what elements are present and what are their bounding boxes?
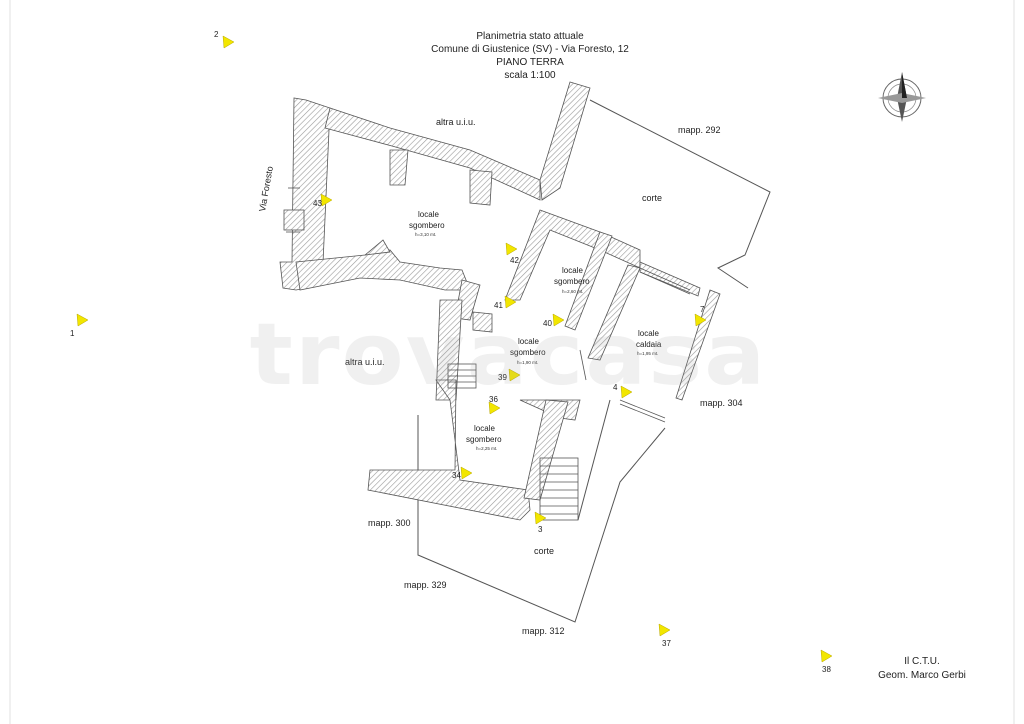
photo-marker-label-3: 3 [538, 525, 543, 534]
room-1-height: h=3,10 mt. [415, 232, 436, 237]
photo-marker-37 [658, 623, 671, 637]
label-mapp-329: mapp. 329 [404, 580, 447, 590]
room-2-height: h=2,60 mt. [562, 289, 583, 294]
photo-marker-label-4: 4 [613, 383, 618, 392]
signature-line-2: Geom. Marco Gerbi [878, 670, 966, 681]
room-3-height: h=1,95 mt. [637, 351, 658, 356]
photo-marker-label-39: 39 [498, 373, 507, 382]
photo-marker-1 [76, 313, 89, 327]
photo-marker-36 [488, 401, 501, 415]
title-line-4: scala 1:100 [504, 70, 556, 81]
photo-marker-38 [820, 649, 833, 663]
signature-block: Il C.T.U. Geom. Marco Gerbi [862, 655, 982, 683]
photo-marker-42 [505, 242, 518, 256]
room-4-line-2: sgombero [510, 348, 546, 357]
photo-marker-40 [552, 313, 565, 327]
room-1-line-1: locale [418, 210, 439, 219]
room-3: locale caldaia h=1,95 mt. [636, 329, 662, 356]
photo-marker-43 [320, 193, 333, 207]
label-altra-uiu-left: altra u.i.u. [345, 357, 385, 367]
title-block: Planimetria stato attuale Comune di Gius… [380, 30, 680, 82]
room-5-height: h=2,25 mt. [476, 446, 497, 451]
room-4: locale sgombero h=1,90 mt. [510, 337, 546, 365]
title-line-1: Planimetria stato attuale [476, 31, 584, 42]
compass-icon [878, 72, 926, 122]
room-3-line-1: locale [638, 329, 659, 338]
stairs [447, 363, 579, 521]
photo-marker-label-7: 7 [700, 305, 705, 314]
room-5: locale sgombero h=2,25 mt. [466, 424, 502, 451]
street-label: Via Foresto [257, 165, 275, 212]
label-mapp-312: mapp. 312 [522, 626, 565, 636]
photo-marker-label-38: 38 [822, 665, 831, 674]
title-line-3: PIANO TERRA [496, 57, 564, 68]
photo-point-markers: 2 43 42 41 40 7 1 39 36 4 34 3 37 38 [70, 30, 833, 674]
photo-marker-label-41: 41 [494, 301, 503, 310]
label-corte-top: corte [642, 193, 662, 203]
openings [283, 187, 691, 423]
photo-marker-7 [694, 313, 707, 327]
photo-marker-41 [504, 295, 517, 309]
courtyard-bottom-outline [417, 415, 666, 623]
room-2: locale sgombero h=2,60 mt. [554, 266, 590, 294]
label-corte-bottom: corte [534, 546, 554, 556]
photo-marker-label-40: 40 [543, 319, 552, 328]
corte-divider [577, 399, 611, 521]
photo-marker-label-42: 42 [510, 256, 519, 265]
photo-marker-label-36: 36 [489, 395, 498, 404]
title-line-2: Comune di Giustenice (SV) - Via Foresto,… [431, 44, 629, 55]
room-4-height: h=1,90 mt. [517, 360, 538, 365]
photo-marker-label-1: 1 [70, 329, 75, 338]
courtyard-top-outline [589, 99, 771, 289]
photo-marker-39 [508, 368, 521, 382]
photo-marker-4 [620, 385, 633, 399]
photo-marker-label-34: 34 [452, 471, 461, 480]
photo-marker-2 [222, 35, 235, 49]
room-1: locale sgombero h=3,10 mt. [409, 210, 445, 237]
room-4-line-1: locale [518, 337, 539, 346]
signature-line-1: Il C.T.U. [904, 656, 940, 667]
photo-marker-3 [534, 511, 547, 525]
room-2-line-2: sgombero [554, 277, 590, 286]
room-2-line-1: locale [562, 266, 583, 275]
label-mapp-304: mapp. 304 [700, 398, 743, 408]
photo-marker-label-43: 43 [313, 199, 322, 208]
label-mapp-292: mapp. 292 [678, 125, 721, 135]
walls [279, 81, 721, 521]
photo-marker-34 [460, 466, 473, 480]
label-mapp-300: mapp. 300 [368, 518, 411, 528]
room-1-line-2: sgombero [409, 221, 445, 230]
room-5-line-2: sgombero [466, 435, 502, 444]
room-3-line-2: caldaia [636, 340, 662, 349]
label-altra-uiu-top: altra u.i.u. [436, 117, 476, 127]
room-5-line-1: locale [474, 424, 495, 433]
photo-marker-label-37: 37 [662, 639, 671, 648]
photo-marker-label-2: 2 [214, 30, 219, 39]
